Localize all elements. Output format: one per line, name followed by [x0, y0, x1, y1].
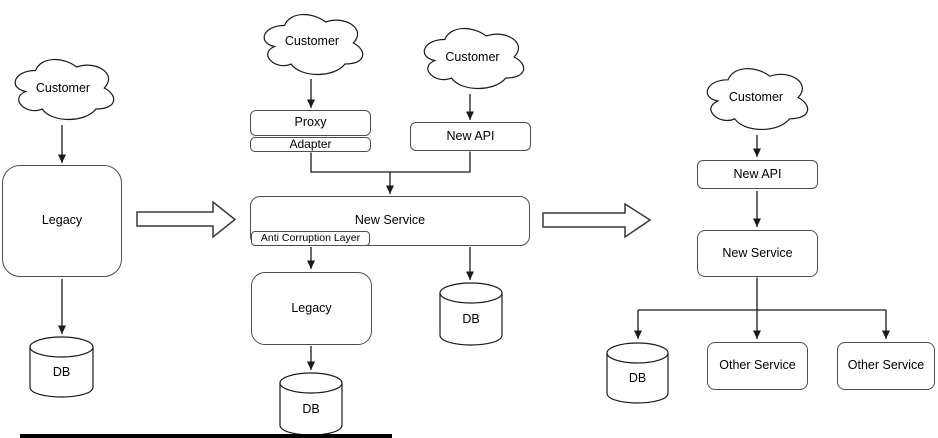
adapter-node: Adapter [250, 137, 371, 152]
other-service-node-2: Other Service [837, 342, 935, 390]
stage-transition-arrow-1 [136, 200, 237, 239]
stage-transition-arrow-2 [542, 202, 652, 239]
bottom-edge-artifact [20, 434, 392, 438]
legacy-node-during: Legacy [251, 272, 372, 345]
other-service-node-1: Other Service [707, 342, 808, 390]
customer-cloud-during-right [423, 27, 525, 89]
customer-cloud-after [706, 68, 809, 130]
connector-adapter-newapi-merge [310, 151, 471, 173]
db-cylinder-during-new [439, 282, 503, 346]
new-service-node-after: New Service [697, 230, 818, 277]
legacy-node-before: Legacy [2, 165, 122, 277]
new-api-node-during: New API [410, 122, 531, 151]
proxy-node: Proxy [250, 110, 371, 136]
db-cylinder-before [29, 336, 94, 398]
new-api-node-after: New API [697, 160, 818, 189]
customer-cloud-during-left [263, 13, 364, 75]
connector-newservice-fanout [638, 277, 886, 311]
db-cylinder-during-legacy [279, 372, 343, 436]
db-cylinder-after [606, 342, 669, 404]
customer-cloud-before [14, 58, 115, 120]
anti-corruption-layer-node: Anti Corruption Layer [251, 231, 370, 246]
